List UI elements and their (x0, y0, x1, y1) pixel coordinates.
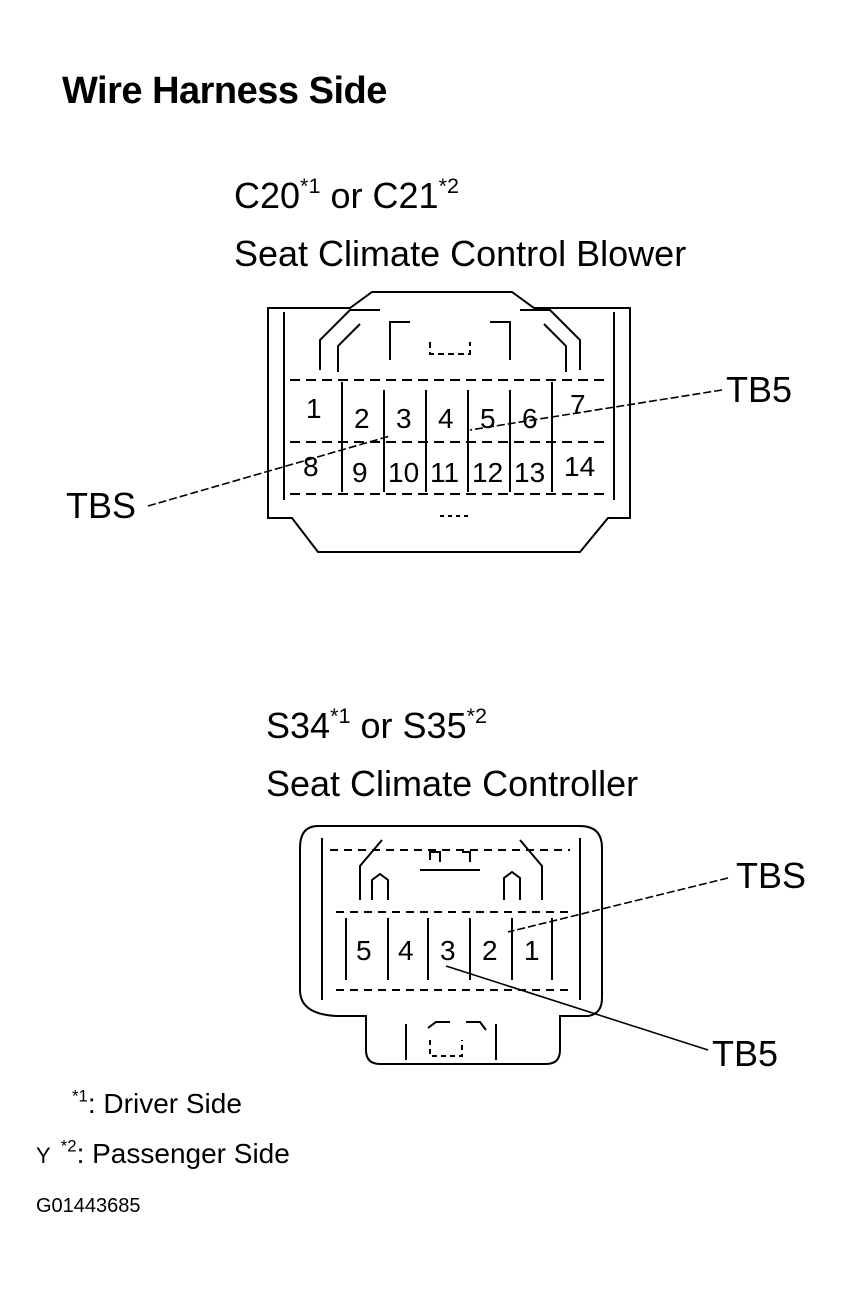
pin-label: 4 (438, 403, 454, 434)
connector-2-id-2: S35 (402, 705, 467, 746)
pin-label: 5 (480, 403, 496, 434)
connector-2-wire-label-top: TBS (736, 855, 807, 896)
pin-label: 14 (564, 451, 595, 482)
pin-label: 3 (440, 935, 456, 966)
legend-text-1: : Driver Side (87, 1088, 242, 1119)
connector-2-leaders (445, 877, 729, 1051)
connector-1-mark-1: *1 (300, 172, 321, 198)
pin-label: 2 (482, 935, 498, 966)
leader-line-tbs (147, 435, 391, 507)
legend-text-2: : Passenger Side (76, 1138, 290, 1169)
legend-mark-1: *1 (72, 1086, 88, 1106)
connector-2-housing (299, 825, 603, 1065)
legend-passenger-side: Y *2: Passenger Side (36, 1137, 290, 1169)
leader-line-tbs (507, 877, 729, 933)
connector-1-housing (267, 291, 631, 553)
connector-2-or: or (360, 705, 393, 746)
connector-1-pins-row1: 1 2 3 4 5 6 7 (306, 389, 586, 434)
pin-label: 1 (306, 393, 322, 424)
pin-label: 1 (524, 935, 540, 966)
connector-1-id-1: C20 (234, 175, 301, 216)
connector-1-or: or (330, 175, 363, 216)
connector-1-pins-row2: 8 9 10 11 12 13 14 (303, 451, 595, 488)
leader-line-tb5 (469, 389, 723, 431)
connector-1-title: C20*1 or C21*2 (234, 175, 459, 216)
pin-label: 12 (472, 457, 503, 488)
connector-1-wire-label-left: TBS (66, 485, 137, 526)
connector-1-id-2: C21 (372, 175, 439, 216)
connector-1-mark-2: *2 (438, 172, 459, 198)
pin-label: 10 (388, 457, 419, 488)
connector-2-mark-2: *2 (466, 702, 488, 728)
legend-driver-side: *1: Driver Side (72, 1087, 242, 1119)
connector-2-mark-1: *1 (330, 702, 351, 728)
pin-label: 4 (398, 935, 414, 966)
pin-label: 13 (514, 457, 545, 488)
page-title: Wire Harness Side (62, 70, 387, 112)
pin-label: 5 (356, 935, 372, 966)
figure-code: G01443685 (36, 1195, 141, 1217)
connector-2-wire-label-bottom: TB5 (712, 1033, 779, 1074)
pin-label: 2 (354, 403, 370, 434)
connector-1-wire-label-right: TB5 (726, 369, 793, 410)
connector-1-leaders (147, 389, 723, 507)
connector-2-pins: 5 4 3 2 1 (356, 935, 540, 966)
leader-line-tb5 (445, 965, 709, 1051)
legend-mark-2: *2 (60, 1136, 77, 1156)
legend-prefix-2: Y (36, 1143, 51, 1168)
connector-1-name: Seat Climate Control Blower (234, 233, 687, 274)
pin-label: 7 (570, 389, 586, 420)
connector-2-id-1: S34 (266, 705, 331, 746)
connector-2-name: Seat Climate Controller (266, 763, 639, 804)
pin-label: 3 (396, 403, 412, 434)
pin-label: 9 (352, 457, 368, 488)
pin-label: 8 (303, 451, 319, 482)
pin-label: 11 (430, 457, 459, 488)
connector-2-title: S34*1 or S35*2 (266, 705, 487, 746)
pin-label: 6 (522, 403, 538, 434)
